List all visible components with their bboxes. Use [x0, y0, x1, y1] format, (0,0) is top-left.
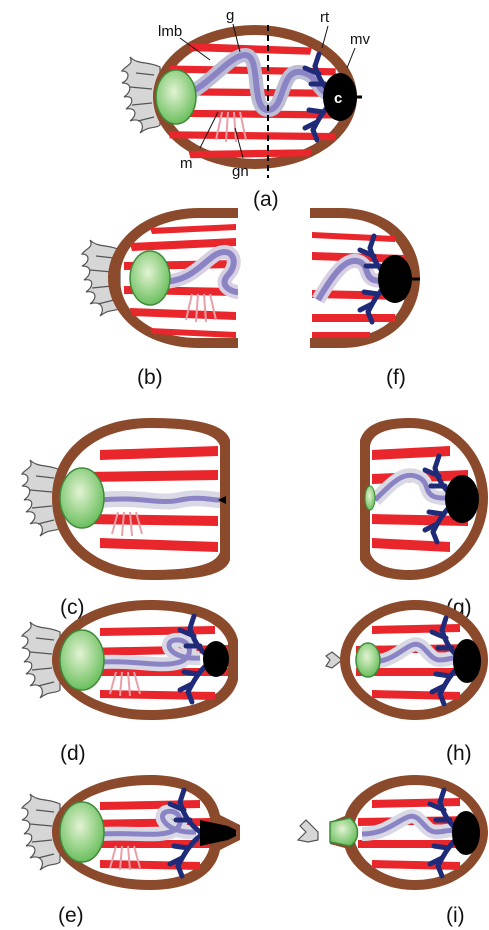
cloaca — [203, 641, 229, 677]
panel-c: (c) — [22, 418, 230, 619]
oral-disc — [130, 251, 170, 305]
panel-d: (d) — [22, 600, 238, 765]
panel-a-label: (a) — [253, 188, 279, 211]
oral-disc — [156, 70, 196, 124]
oral-disc — [60, 630, 104, 690]
panel-g: (g) — [360, 418, 488, 619]
oral-disc — [60, 468, 104, 528]
panel-b: (b) — [82, 208, 238, 389]
panel-e: (e) — [22, 775, 240, 927]
label-gn: gn — [232, 163, 249, 180]
label-mv: mv — [350, 31, 370, 48]
oral-disc — [60, 802, 104, 862]
label-g: g — [226, 7, 234, 24]
oral-disc — [330, 818, 358, 846]
tentacle-bud-icon — [298, 820, 318, 842]
oral-disc — [365, 486, 375, 510]
oral-disc — [356, 643, 380, 677]
label-m: m — [180, 155, 193, 172]
label-c: c — [334, 90, 342, 107]
tentacle-bud-icon — [326, 652, 342, 668]
panel-h: (h) — [326, 600, 488, 765]
panel-c-label: (c) — [60, 596, 85, 619]
label-rt: rt — [320, 9, 330, 26]
panel-e-label: (e) — [58, 904, 84, 927]
panel-b-label: (b) — [137, 366, 163, 389]
panel-a: lmb g rt mv c m gn (a) — [122, 7, 370, 211]
label-lmb: lmb — [158, 23, 182, 40]
panel-i: (i) — [298, 775, 488, 927]
panel-h-label: (h) — [446, 742, 472, 765]
panel-i-label: (i) — [446, 904, 465, 927]
panel-f: (f) — [310, 208, 420, 389]
cloaca — [453, 639, 481, 683]
cloaca — [445, 475, 479, 523]
panel-d-label: (d) — [60, 742, 86, 765]
panel-f-label: (f) — [386, 366, 406, 389]
cloaca — [452, 811, 480, 855]
